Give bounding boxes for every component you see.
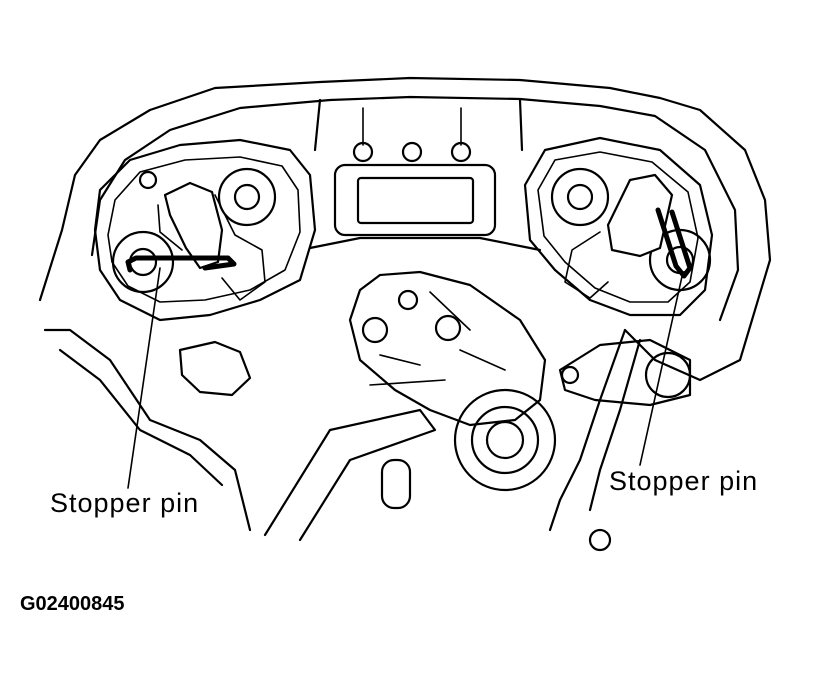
lower-left-bolt xyxy=(361,316,389,344)
right-bank-housing xyxy=(523,136,714,317)
left-stopper-pin xyxy=(125,255,237,273)
front-cover-outline xyxy=(38,76,772,382)
left-intake-sprocket xyxy=(217,167,277,227)
left-exhaust-sprocket xyxy=(111,230,175,294)
left-tensioner-detail xyxy=(157,194,266,301)
left-bolt-hole xyxy=(138,170,158,190)
right-idler-pulley xyxy=(644,351,692,399)
center-plate xyxy=(333,163,497,237)
center-middle-bolt xyxy=(401,141,423,163)
right-intake-sprocket xyxy=(550,167,610,227)
right-callout-leader xyxy=(639,271,684,466)
right-bracket-bolt xyxy=(560,365,580,385)
center-left-bolt xyxy=(352,141,374,163)
lower-timing-cover xyxy=(348,270,547,427)
water-pump-flange xyxy=(470,405,540,475)
center-plate-window xyxy=(356,176,475,225)
right-stopper-pin xyxy=(655,207,693,279)
left-callout-leader xyxy=(127,267,161,489)
left-callout-label: Stopper pin xyxy=(50,488,199,518)
center-upper-frame xyxy=(308,98,542,252)
lower-top-bolt xyxy=(397,289,419,311)
right-idler-bracket xyxy=(558,338,692,407)
right-tensioner-detail xyxy=(564,231,609,299)
right-callout-label: Stopper pin xyxy=(609,466,758,496)
lower-right-bolt xyxy=(434,314,462,342)
water-pump-housing xyxy=(453,388,557,492)
left-exhaust-sprocket-hub xyxy=(128,247,158,277)
left-intake-sprocket-hub xyxy=(233,183,261,211)
front-cover-inner-rim xyxy=(90,95,740,322)
lower-arm xyxy=(263,408,437,542)
figure-id-label: G02400845 xyxy=(20,593,125,615)
center-right-bolt xyxy=(450,141,472,163)
right-lower-boss xyxy=(588,528,612,552)
lower-cover-ribs xyxy=(369,291,506,386)
right-frame-rail xyxy=(548,328,642,532)
water-pump-hub xyxy=(485,420,525,460)
right-chain-tensioner xyxy=(606,173,674,258)
left-bank-housing xyxy=(93,138,317,322)
left-lower-bracket xyxy=(178,340,252,397)
left-frame-rail xyxy=(43,328,252,532)
right-intake-sprocket-hub xyxy=(566,183,594,211)
right-bank-inner xyxy=(537,151,699,303)
left-chain-tensioner xyxy=(163,181,224,270)
lower-slot xyxy=(380,458,412,510)
